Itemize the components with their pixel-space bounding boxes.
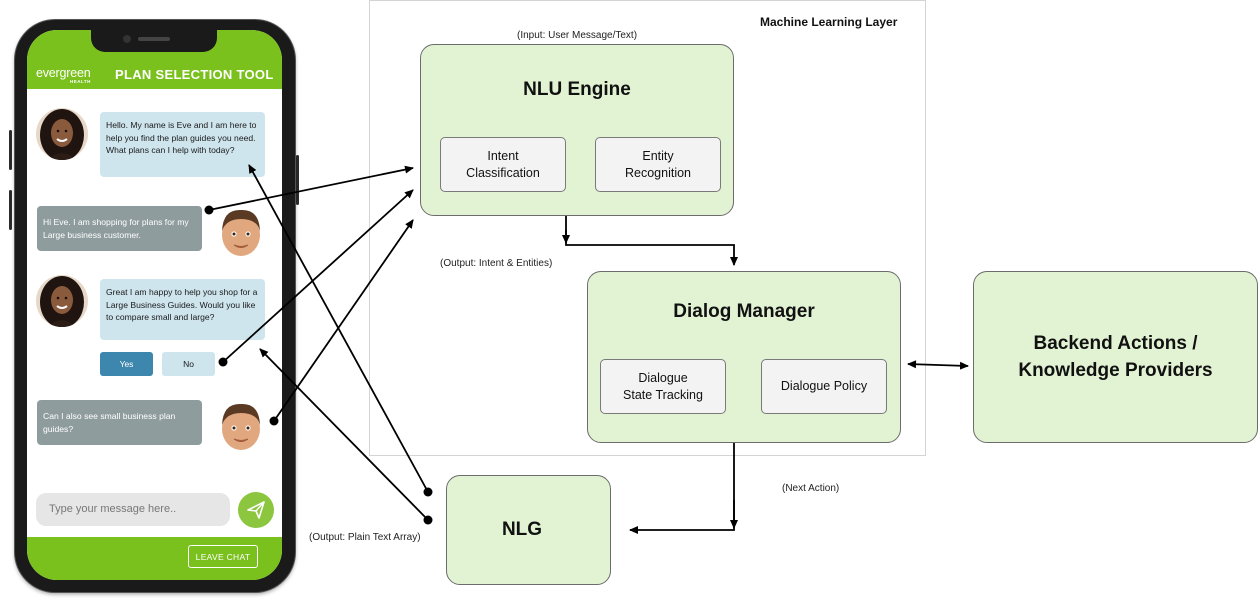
arrow-nlg-to-bot-msg2 — [259, 348, 429, 521]
camera-icon — [123, 35, 131, 43]
entity-recognition-label: Entity Recognition — [624, 148, 691, 180]
brand-logo: evergreen — [36, 66, 91, 80]
nlg-box — [446, 475, 611, 585]
send-button[interactable] — [238, 492, 274, 528]
phone-notch — [91, 30, 217, 52]
connector-dot — [423, 487, 433, 497]
arrow-dialog-backend — [907, 360, 969, 370]
nlg-title: NLG — [501, 519, 543, 540]
user-avatar — [217, 205, 265, 259]
brand-logo-sub: HEALTH — [70, 79, 91, 84]
nlu-engine-title: NLU Engine — [523, 79, 631, 100]
arrow-dialog-to-nlg — [629, 443, 735, 534]
quick-reply-yes-button[interactable]: Yes — [100, 352, 153, 376]
next-action-note: (Next Action) — [782, 483, 840, 494]
ml-layer-title: Machine Learning Layer — [760, 15, 898, 29]
connector-dot — [269, 416, 279, 426]
arrow-nlg-to-bot-msg1 — [248, 164, 429, 493]
dialogue-state-tracking-label: Dialogue State Tracking — [623, 370, 703, 402]
send-icon — [247, 501, 265, 519]
leave-chat-button[interactable]: LEAVE CHAT — [188, 545, 258, 568]
app-title: PLAN SELECTION TOOL — [115, 67, 274, 82]
backend-title: Backend Actions / Knowledge Providers — [1018, 333, 1213, 381]
chat-message-user: Can I also see small business plan guide… — [37, 400, 202, 445]
connector-dot — [423, 515, 433, 525]
input-note: (Input: User Message/Text) — [517, 30, 638, 41]
speaker-grill — [138, 37, 170, 41]
output-text-note: (Output: Plain Text Array) — [309, 532, 421, 543]
dialogue-state-tracking-box: Dialogue State Tracking — [600, 359, 726, 414]
dialogue-policy-label: Dialogue Policy — [780, 379, 868, 393]
chat-message-bot: Hello. My name is Eve and I am here to h… — [100, 112, 265, 177]
backend-box: Backend Actions / Knowledge Providers — [973, 271, 1258, 443]
arrow-no-reply-to-nlu — [222, 189, 414, 363]
intent-classification-box: Intent Classification — [440, 137, 566, 192]
chat-message-user: Hi Eve. I am shopping for plans for my L… — [37, 206, 202, 251]
user-avatar — [217, 399, 265, 453]
app-footer — [27, 537, 282, 580]
dialog-manager-title: Dialog Manager — [673, 301, 815, 322]
phone-side-button — [296, 155, 299, 205]
dialogue-policy-box: Dialogue Policy — [761, 359, 887, 414]
connector-dot — [218, 357, 228, 367]
entity-recognition-box: Entity Recognition — [595, 137, 721, 192]
output-intent-note: (Output: Intent & Entities) — [440, 258, 553, 269]
arrow-nlu-to-dialog — [565, 216, 738, 266]
phone-side-button — [9, 130, 12, 170]
phone-side-button — [9, 190, 12, 230]
connector-dot — [204, 205, 214, 215]
message-input[interactable]: Type your message here.. — [36, 493, 230, 526]
quick-reply-no-button[interactable]: No — [162, 352, 215, 376]
ml-layer-frame — [369, 0, 926, 456]
chat-message-bot: Great I am happy to help you shop for a … — [100, 279, 265, 340]
intent-classification-label: Intent Classification — [466, 148, 540, 180]
dialog-manager-box — [587, 271, 901, 443]
arrow-user-msg-to-nlu — [208, 165, 414, 211]
bot-avatar — [36, 108, 88, 160]
bot-avatar — [36, 275, 88, 327]
